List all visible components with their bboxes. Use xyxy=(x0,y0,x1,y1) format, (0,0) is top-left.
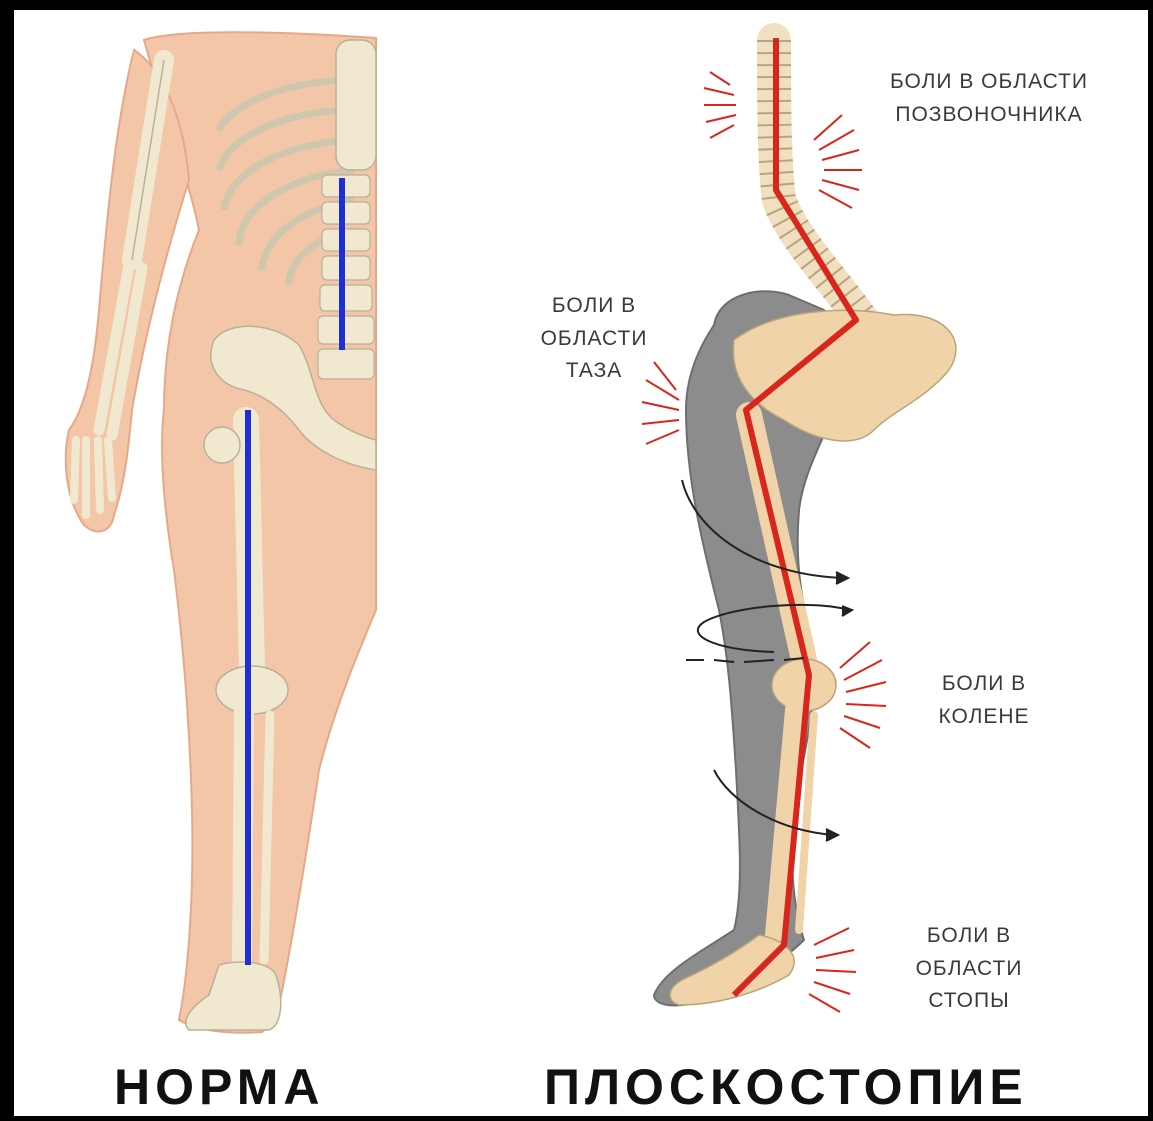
label-foot-line-1: БОЛИ В xyxy=(899,920,1039,953)
label-knee-line-2: КОЛЕНЕ xyxy=(914,701,1054,734)
label-pelvis-line-3: ТАЗА xyxy=(514,355,674,388)
label-pelvis-line-2: ОБЛАСТИ xyxy=(514,323,674,356)
pain-rays-foot xyxy=(809,928,856,1012)
flatfoot-figure xyxy=(642,38,956,1012)
caption-normal: НОРМА xyxy=(114,1062,324,1112)
label-spine-pain: БОЛИ В ОБЛАСТИ ПОЗВОНОЧНИКА xyxy=(844,66,1134,131)
label-pelvis-line-1: БОЛИ В xyxy=(514,290,674,323)
pain-rays-spine-left xyxy=(704,72,736,138)
label-spine-line-2: ПОЗВОНОЧНИКА xyxy=(844,99,1134,132)
normal-sternum xyxy=(336,40,376,170)
label-foot-line-3: СТОПЫ xyxy=(899,985,1039,1018)
label-spine-line-1: БОЛИ В ОБЛАСТИ xyxy=(844,66,1134,99)
label-foot-line-2: ОБЛАСТИ xyxy=(899,953,1039,986)
normal-figure xyxy=(66,32,376,1032)
label-knee-line-1: БОЛИ В xyxy=(914,668,1054,701)
diagram-panel: БОЛИ В ОБЛАСТИ ПОЗВОНОЧНИКА БОЛИ В ОБЛАС… xyxy=(14,10,1148,1116)
normal-femur-head xyxy=(204,427,240,463)
label-foot-pain: БОЛИ В ОБЛАСТИ СТОПЫ xyxy=(899,920,1039,1018)
normal-tibia xyxy=(242,710,244,965)
label-knee-pain: БОЛИ В КОЛЕНЕ xyxy=(914,668,1054,733)
pain-rays-knee xyxy=(840,642,886,748)
label-pelvis-pain: БОЛИ В ОБЛАСТИ ТАЗА xyxy=(514,290,674,388)
normal-spine xyxy=(318,175,374,379)
caption-flatfoot: ПЛОСКОСТОПИЕ xyxy=(544,1062,1028,1112)
normal-fibula xyxy=(264,715,270,960)
